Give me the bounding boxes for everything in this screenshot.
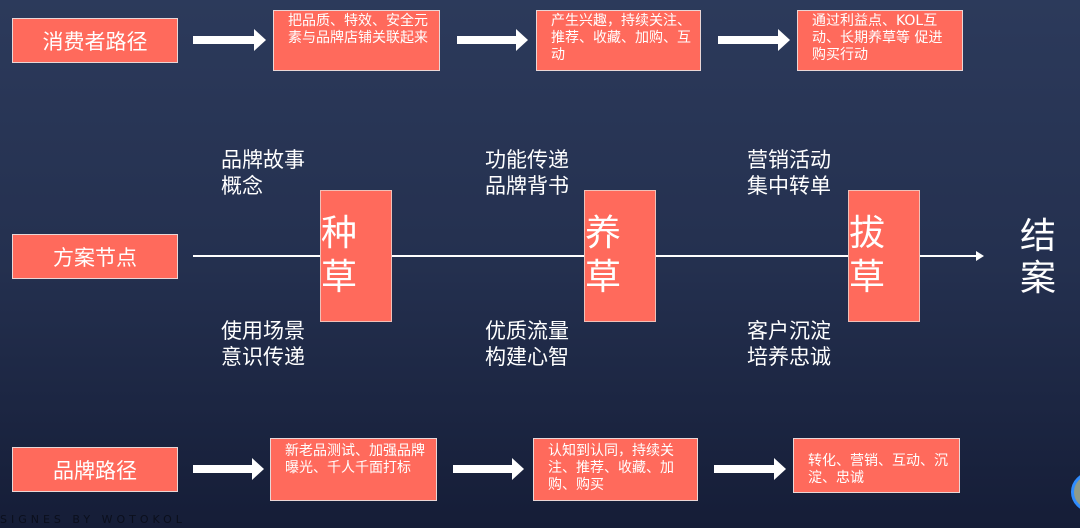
consumer-path-label: 消费者路径: [12, 18, 178, 63]
consumer-step-1: 把品质、特效、安全元素与品牌店铺关联起来: [273, 10, 440, 71]
avatar[interactable]: [1071, 472, 1080, 512]
node-2-above: 功能传递品牌背书: [485, 148, 569, 198]
consumer-step-2: 产生兴趣，持续关注、推荐、收藏、加购、互动: [536, 10, 701, 71]
node-1-below: 使用场景意识传递: [221, 319, 305, 369]
node-3-above: 营销活动集中转单: [747, 148, 831, 198]
arrow-icon: [453, 458, 524, 480]
brand-step-3: 转化、营销、互动、沉淀、忠诚: [793, 438, 960, 493]
arrow-icon: [714, 458, 786, 480]
arrow-head-icon: [976, 251, 984, 261]
end-label: 结案: [1020, 216, 1057, 299]
node-converting: 拔草: [848, 190, 920, 322]
arrow-icon: [193, 458, 264, 480]
arrow-icon: [457, 29, 528, 51]
brand-path-label: 品牌路径: [12, 447, 178, 492]
node-1-above: 品牌故事概念: [221, 148, 305, 198]
node-nurturing: 养草: [584, 190, 656, 322]
brand-step-1: 新老品测试、加强品牌曝光、千人千面打标: [270, 438, 437, 501]
watermark: SIGNES BY WOTOKOL: [0, 513, 186, 526]
node-2-below: 优质流量构建心智: [485, 319, 569, 369]
plan-nodes-label: 方案节点: [12, 234, 178, 279]
consumer-step-3: 通过利益点、KOL互动、长期养草等 促进购买行动: [797, 10, 963, 71]
node-3-below: 客户沉淀培养忠诚: [747, 319, 831, 369]
arrow-icon: [193, 29, 266, 51]
node-seeding: 种草: [320, 190, 392, 322]
arrow-icon: [718, 29, 790, 51]
brand-step-2: 认知到认同，持续关注、推荐、收藏、加购、购买: [533, 438, 698, 501]
